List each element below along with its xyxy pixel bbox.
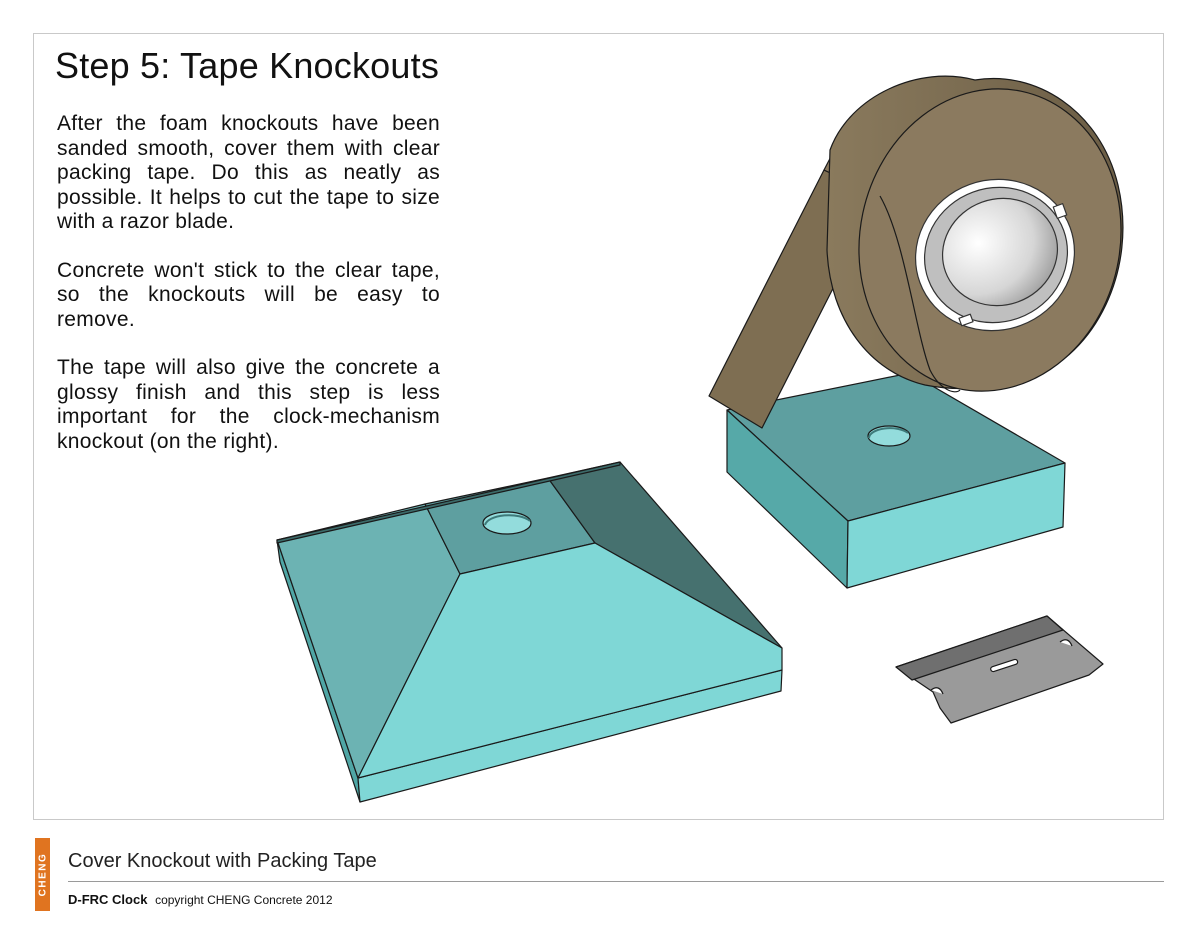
brand-tab: CHENG [35, 838, 50, 911]
instructions: After the foam knockouts have been sande… [57, 112, 440, 478]
pyramid-knockout [276, 461, 783, 803]
product-name: D-FRC Clock [68, 892, 148, 907]
pyramid-top-edge [276, 461, 621, 544]
pyramid-face-front [357, 542, 783, 779]
title-step: Step 5: [55, 45, 171, 86]
page-title: Step 5: Tape Knockouts [55, 45, 439, 87]
paragraph-3: The tape will also give the concrete a g… [57, 356, 440, 453]
paragraph-1: After the foam knockouts have been sande… [57, 112, 440, 233]
brand-label: CHENG [37, 852, 48, 897]
copyright: copyright CHENG Concrete 2012 [155, 893, 333, 907]
block-hole [867, 425, 911, 447]
page-frame [33, 33, 1164, 820]
block-front-side [846, 462, 1066, 589]
square-knockout-block [726, 372, 1066, 589]
title-text: Tape Knockouts [180, 45, 440, 86]
paragraph-2: Concrete won't stick to the clear tape, … [57, 258, 440, 331]
packing-tape-roll [708, 75, 1124, 429]
figure-caption: Cover Knockout with Packing Tape [68, 850, 377, 872]
footer: D-FRC Clock copyright CHENG Concrete 201… [68, 892, 333, 907]
footer-rule [68, 881, 1164, 882]
tape-core-hole [941, 197, 1059, 307]
razor-blade [895, 615, 1104, 724]
blade-spine [895, 615, 1064, 681]
blade-slot [990, 658, 1019, 673]
